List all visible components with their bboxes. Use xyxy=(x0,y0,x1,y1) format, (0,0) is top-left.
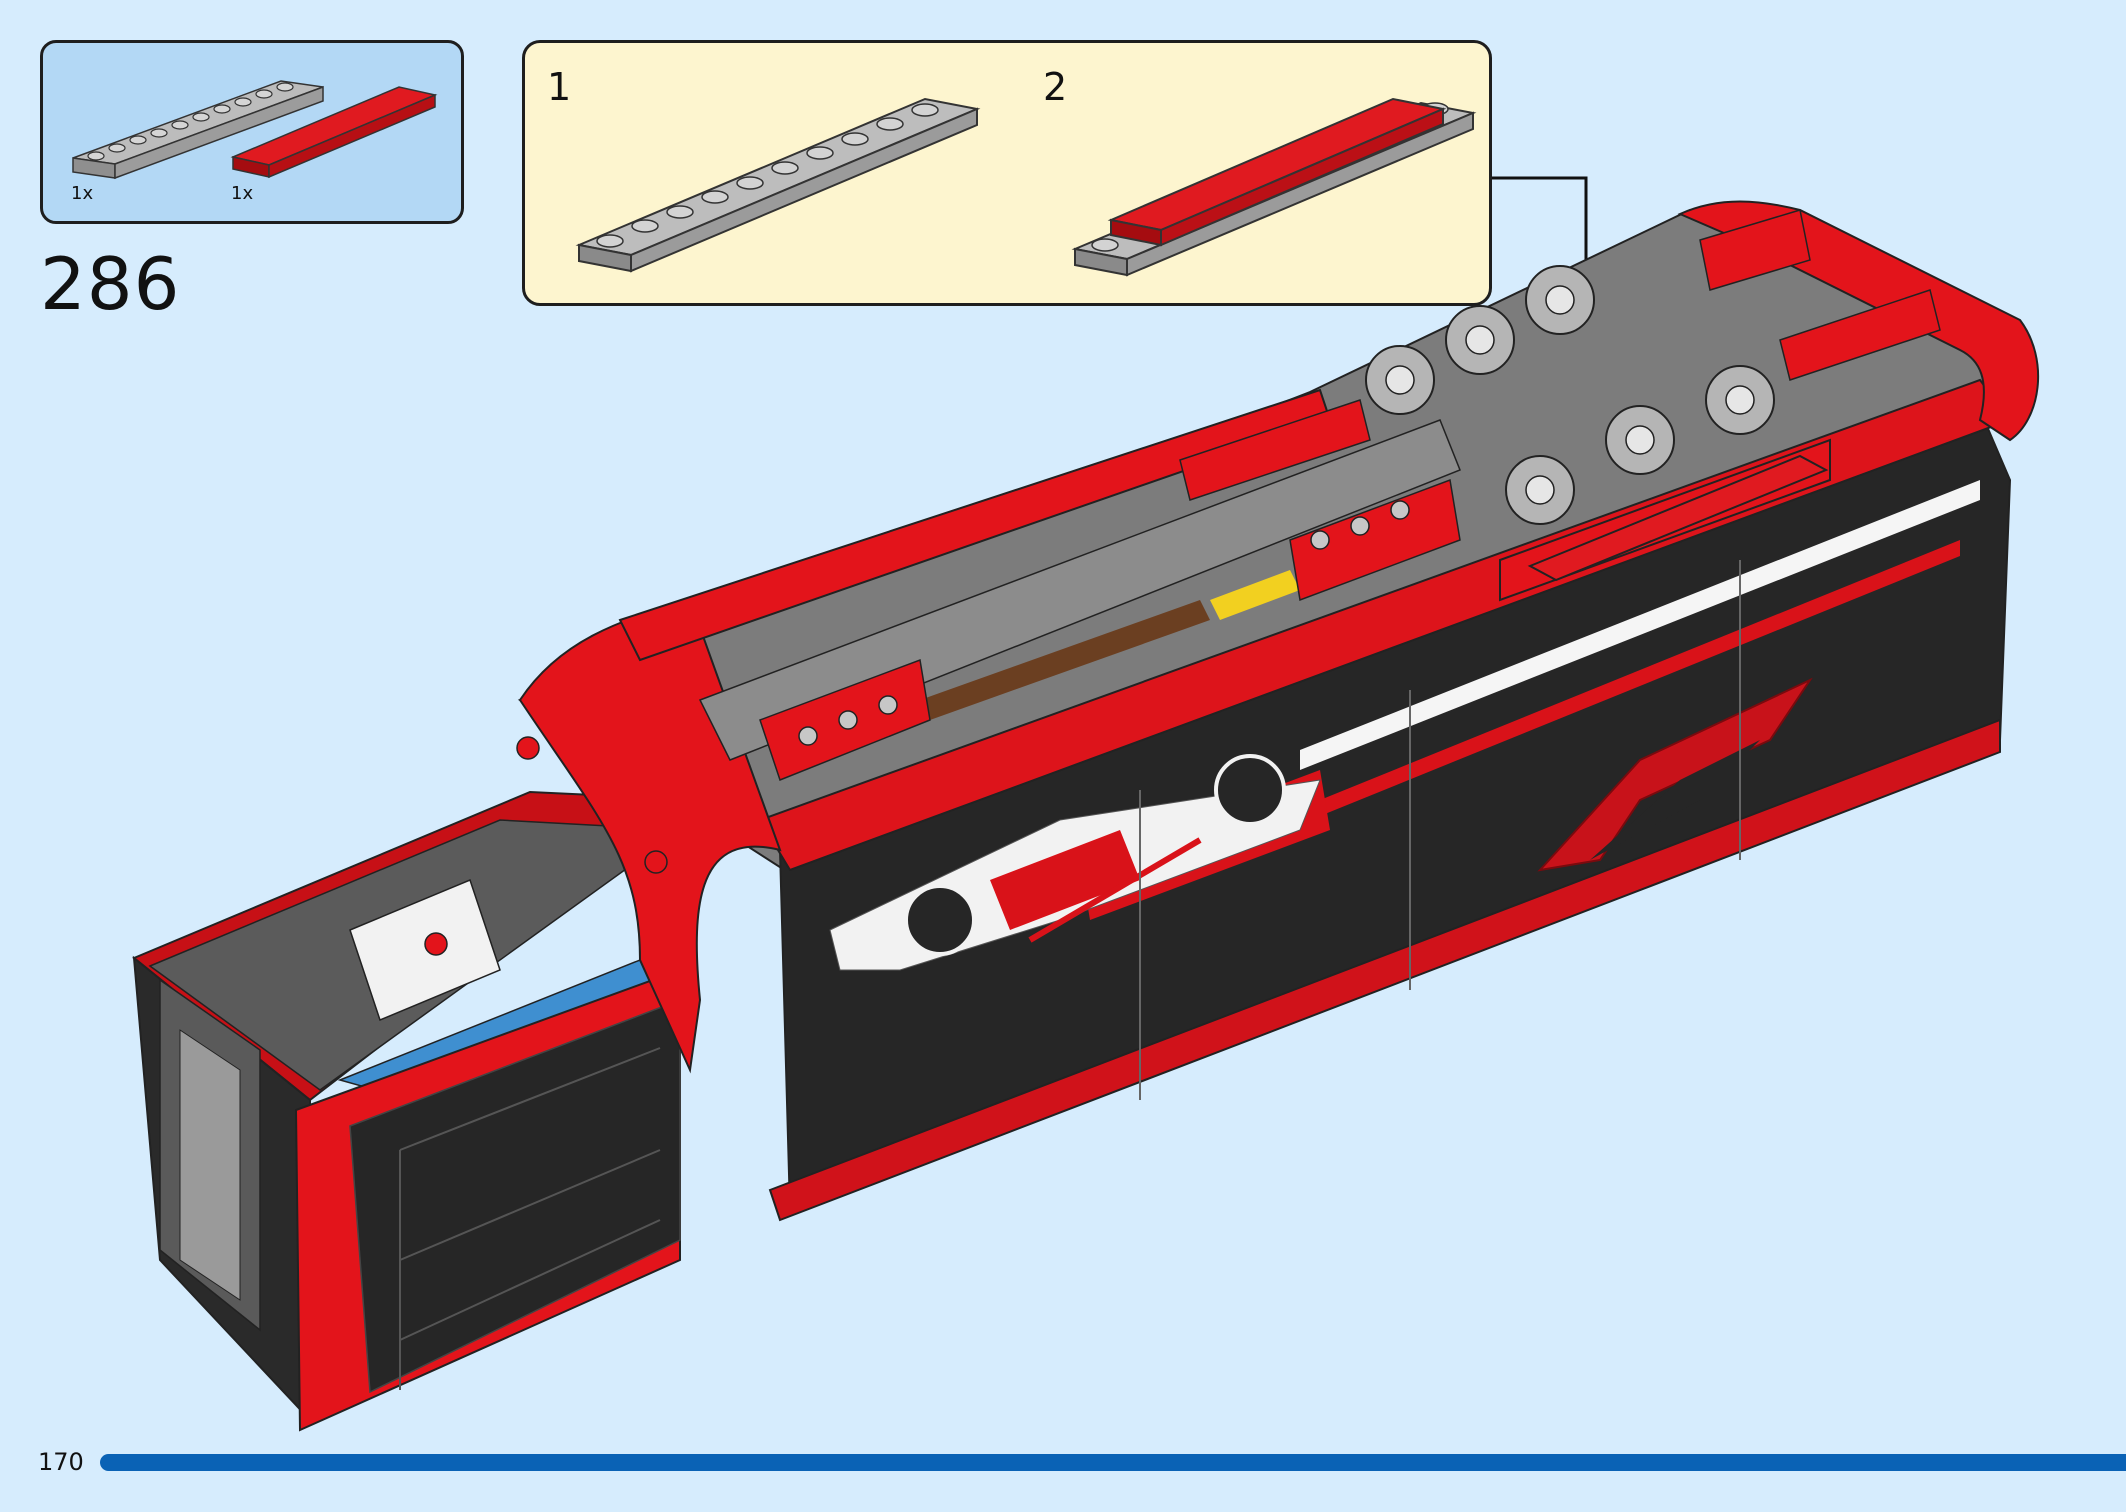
red-tile-icon xyxy=(230,86,438,179)
step-number: 286 xyxy=(40,242,181,326)
part-quantity: 1x xyxy=(71,183,94,204)
parts-list-bricks xyxy=(72,80,438,180)
substep-panel: 1 2 xyxy=(522,40,1492,306)
roof-details xyxy=(424,209,1941,956)
page-number: 170 xyxy=(38,1448,84,1476)
trailer-rear-block xyxy=(132,790,703,1432)
parts-list-panel: 1x 1x xyxy=(40,40,464,224)
gray-plate-1x10-icon xyxy=(72,80,324,180)
substep-number: 1 xyxy=(547,65,572,109)
substep-drawings xyxy=(575,97,1477,277)
substep-2-plate-with-tile-icon xyxy=(1071,97,1477,277)
part-quantity: 1x xyxy=(231,183,254,204)
substep-1-plate-icon xyxy=(575,97,981,273)
page-progress-bar xyxy=(100,1454,2126,1471)
substep-number: 2 xyxy=(1043,65,1068,109)
